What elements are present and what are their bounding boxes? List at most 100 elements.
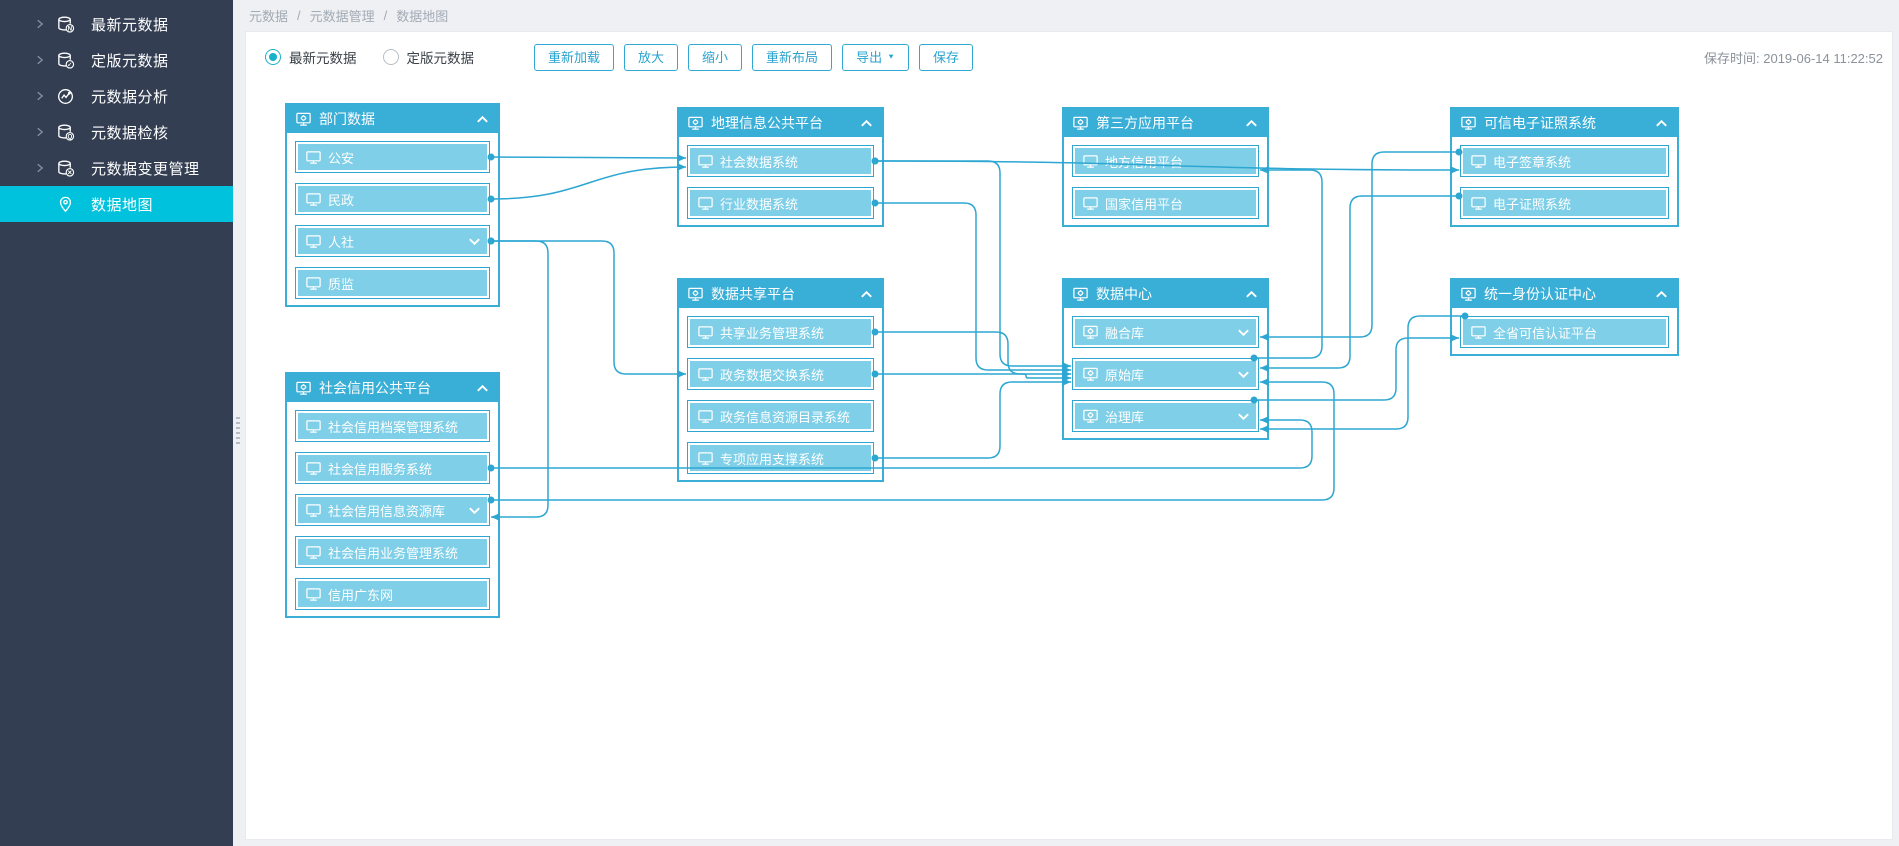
chevron-up-icon[interactable] — [1654, 287, 1669, 302]
group-header-dept[interactable]: 部门数据 — [287, 105, 498, 133]
node-credit-4[interactable]: 信用广东网 — [295, 578, 490, 610]
button-label: 放大 — [638, 49, 665, 65]
node-label: 国家信用平台 — [1105, 196, 1184, 212]
chevron-down-icon[interactable] — [1236, 409, 1251, 424]
node-credit-2[interactable]: 社会信用信息资源库 — [295, 494, 490, 526]
node-dc-1[interactable]: 原始库 — [1072, 358, 1259, 390]
group-title: 可信电子证照系统 — [1484, 115, 1596, 131]
gear-monitor-icon — [1072, 286, 1089, 303]
map-pin-icon — [56, 195, 78, 214]
chevron-down-icon[interactable] — [467, 503, 482, 518]
breadcrumb: 元数据/元数据管理/数据地图 — [233, 0, 1899, 30]
chevron-up-icon[interactable] — [475, 112, 490, 127]
group-third: 第三方应用平台地方信用平台国家信用平台 — [1062, 107, 1269, 227]
monitor-icon — [305, 275, 322, 292]
radio-option-1[interactable]: 定版元数据 — [382, 47, 474, 67]
gear-monitor-icon — [1072, 115, 1089, 132]
chevron-up-icon[interactable] — [859, 116, 874, 131]
group-header-dc[interactable]: 数据中心 — [1064, 280, 1267, 308]
monitor-icon — [697, 153, 714, 170]
analytics-icon — [56, 87, 78, 106]
node-credit-1[interactable]: 社会信用服务系统 — [295, 452, 490, 484]
sidebar-item-label: 数据地图 — [91, 196, 154, 214]
db-search-icon: Q — [56, 123, 78, 142]
node-credit-0[interactable]: 社会信用档案管理系统 — [295, 410, 490, 442]
node-dept-1[interactable]: 民政 — [295, 183, 490, 215]
db-check-icon: ✓ — [56, 51, 78, 70]
node-cert-1[interactable]: 电子证照系统 — [1460, 187, 1669, 219]
node-dept-3[interactable]: 质监 — [295, 267, 490, 299]
breadcrumb-item-0[interactable]: 元数据 — [249, 8, 289, 24]
panel-resize-handle[interactable] — [236, 417, 240, 447]
node-geo-0[interactable]: 社会数据系统 — [687, 145, 874, 177]
svg-text:N: N — [68, 25, 73, 32]
gear-monitor-icon — [295, 111, 312, 128]
monitor-icon — [305, 233, 322, 250]
monitor-icon — [1470, 195, 1487, 212]
chevron-right-icon — [34, 18, 50, 30]
chevron-up-icon[interactable] — [1654, 116, 1669, 131]
node-label: 行业数据系统 — [720, 196, 799, 212]
node-share-1[interactable]: 政务数据交换系统 — [687, 358, 874, 390]
monitor-icon — [305, 460, 322, 477]
group-header-cert[interactable]: 可信电子证照系统 — [1452, 109, 1677, 137]
node-geo-1[interactable]: 行业数据系统 — [687, 187, 874, 219]
sidebar-item-2[interactable]: 元数据分析 — [0, 78, 233, 114]
node-dept-2[interactable]: 人社 — [295, 225, 490, 257]
toolbar-button-3[interactable]: 重新布局 — [752, 43, 833, 71]
button-label: 保存 — [933, 49, 960, 65]
node-dc-2[interactable]: 治理库 — [1072, 400, 1259, 432]
node-share-2[interactable]: 政务信息资源目录系统 — [687, 400, 874, 432]
db-change-icon: ✕ — [56, 159, 78, 178]
metadata-version-radio-group: 最新元数据 定版元数据 — [265, 47, 500, 67]
group-header-share[interactable]: 数据共享平台 — [679, 280, 882, 308]
toolbar-button-0[interactable]: 重新加载 — [534, 43, 615, 71]
radio-selected[interactable]: 最新元数据 — [265, 47, 357, 67]
monitor-icon — [305, 191, 322, 208]
chevron-up-icon[interactable] — [859, 287, 874, 302]
toolbar-button-5[interactable]: 保存 — [919, 43, 974, 71]
node-dc-0[interactable]: 融合库 — [1072, 316, 1259, 348]
toolbar-button-2[interactable]: 缩小 — [688, 43, 743, 71]
chevron-down-icon[interactable] — [1236, 325, 1251, 340]
toolbar-button-1[interactable]: 放大 — [624, 43, 679, 71]
chevron-up-icon[interactable] — [475, 381, 490, 396]
node-share-3[interactable]: 专项应用支撑系统 — [687, 442, 874, 474]
chevron-up-icon[interactable] — [1244, 116, 1259, 131]
node-label: 地方信用平台 — [1105, 154, 1184, 170]
sidebar-item-5[interactable]: 数据地图 — [0, 186, 233, 222]
group-header-credit[interactable]: 社会信用公共平台 — [287, 374, 498, 402]
node-auth-0[interactable]: 全省可信认证平台 — [1460, 316, 1669, 348]
chevron-up-icon[interactable] — [1244, 287, 1259, 302]
node-label: 融合库 — [1105, 325, 1145, 341]
group-header-third[interactable]: 第三方应用平台 — [1064, 109, 1267, 137]
node-credit-3[interactable]: 社会信用业务管理系统 — [295, 536, 490, 568]
sidebar-item-4[interactable]: ✕ 元数据变更管理 — [0, 150, 233, 186]
node-label: 信用广东网 — [328, 587, 394, 603]
node-cert-0[interactable]: 电子签章系统 — [1460, 145, 1669, 177]
gear-monitor-icon — [687, 115, 704, 132]
node-share-0[interactable]: 共享业务管理系统 — [687, 316, 874, 348]
group-header-auth[interactable]: 统一身份认证中心 — [1452, 280, 1677, 308]
sidebar-item-label: 元数据变更管理 — [91, 160, 200, 178]
db-new-icon: N — [56, 15, 78, 34]
group-header-geo[interactable]: 地理信息公共平台 — [679, 109, 882, 137]
node-dept-0[interactable]: 公安 — [295, 141, 490, 173]
gear-monitor-icon — [1460, 115, 1477, 132]
node-label: 公安 — [328, 150, 355, 166]
breadcrumb-separator: / — [297, 7, 301, 23]
breadcrumb-item-1[interactable]: 元数据管理 — [309, 8, 375, 24]
node-label: 社会信用信息资源库 — [328, 503, 446, 519]
chevron-down-icon[interactable] — [1236, 367, 1251, 382]
node-label: 共享业务管理系统 — [720, 325, 825, 341]
node-third-1[interactable]: 国家信用平台 — [1072, 187, 1259, 219]
monitor-icon — [305, 544, 322, 561]
sidebar-item-1[interactable]: ✓定版元数据 — [0, 42, 233, 78]
node-third-0[interactable]: 地方信用平台 — [1072, 145, 1259, 177]
toolbar-button-4[interactable]: 导出▼ — [842, 43, 909, 71]
monitor-icon — [1470, 324, 1487, 341]
monitor-icon — [305, 149, 322, 166]
chevron-down-icon[interactable] — [467, 234, 482, 249]
